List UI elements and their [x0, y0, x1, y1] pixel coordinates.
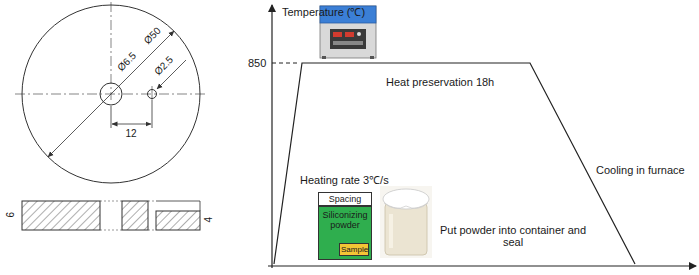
furnace-picture [357, 32, 361, 36]
diameter-leaders [48, 31, 186, 157]
disk-cross-section [148, 230, 156, 231]
chart-axes [268, 5, 696, 268]
furnace-picture [333, 32, 342, 37]
distance-dimension [112, 124, 151, 125]
thickness-dimension: 6 [5, 212, 17, 218]
stage-note: Heating rate 3℃/s [300, 174, 389, 187]
furnace-picture [333, 41, 363, 45]
sample-block: Sample [339, 243, 369, 256]
chart-axes [271, 5, 272, 268]
jar-photo [385, 203, 427, 255]
box-text: Sample [341, 244, 367, 255]
furnace-picture [345, 32, 354, 37]
distance-dimension [111, 106, 112, 128]
jar-photo [384, 203, 428, 208]
stage-note: Cooling in furnace [596, 164, 685, 177]
distance-dimension [152, 100, 153, 128]
disk-cross-section [22, 201, 100, 230]
distance-dimension [111, 100, 152, 128]
furnace-picture [370, 56, 374, 59]
temperature-curve [272, 63, 300, 64]
disk-plan-view [152, 86, 153, 100]
furnace-picture [322, 56, 326, 59]
temperature-curve [274, 63, 635, 264]
stage-note: Heat preservation 18h [386, 76, 494, 89]
thickness-dimension: 4 [203, 217, 215, 223]
box-text: Siliconizing powder [321, 210, 369, 230]
disk-cross-section [22, 201, 200, 230]
disk-cross-section [122, 201, 148, 230]
axis-title: Temperature (℃) [282, 6, 365, 19]
jar-photo [389, 214, 393, 248]
disk-plan-view [15, 2, 207, 183]
temperature-value: 850 [248, 57, 266, 70]
disk-cross-section [100, 230, 122, 231]
powder-layer: Siliconizing powderSample [318, 206, 372, 260]
distance-dimension: 12 [126, 128, 137, 140]
jar-photo [380, 186, 432, 258]
box-text: Spacing [321, 193, 369, 205]
jar-photo [380, 186, 432, 258]
disk-cross-section [148, 201, 156, 202]
diameter-dimension: Ø50 [141, 25, 163, 47]
furnace-picture [330, 29, 366, 49]
disk-cross-section [156, 211, 200, 230]
jar-photo [383, 189, 429, 209]
disk-plan-view [111, 2, 112, 100]
diameter-leaders [48, 31, 174, 157]
step-note: Put powder into container and seal [438, 224, 588, 249]
disk-cross-section [156, 201, 200, 202]
temperature-curve [272, 63, 635, 264]
disk-cross-section [100, 201, 122, 202]
chart-axes [268, 265, 696, 266]
spacing-layer: Spacing [318, 192, 372, 206]
disk-cross-section [200, 201, 201, 211]
